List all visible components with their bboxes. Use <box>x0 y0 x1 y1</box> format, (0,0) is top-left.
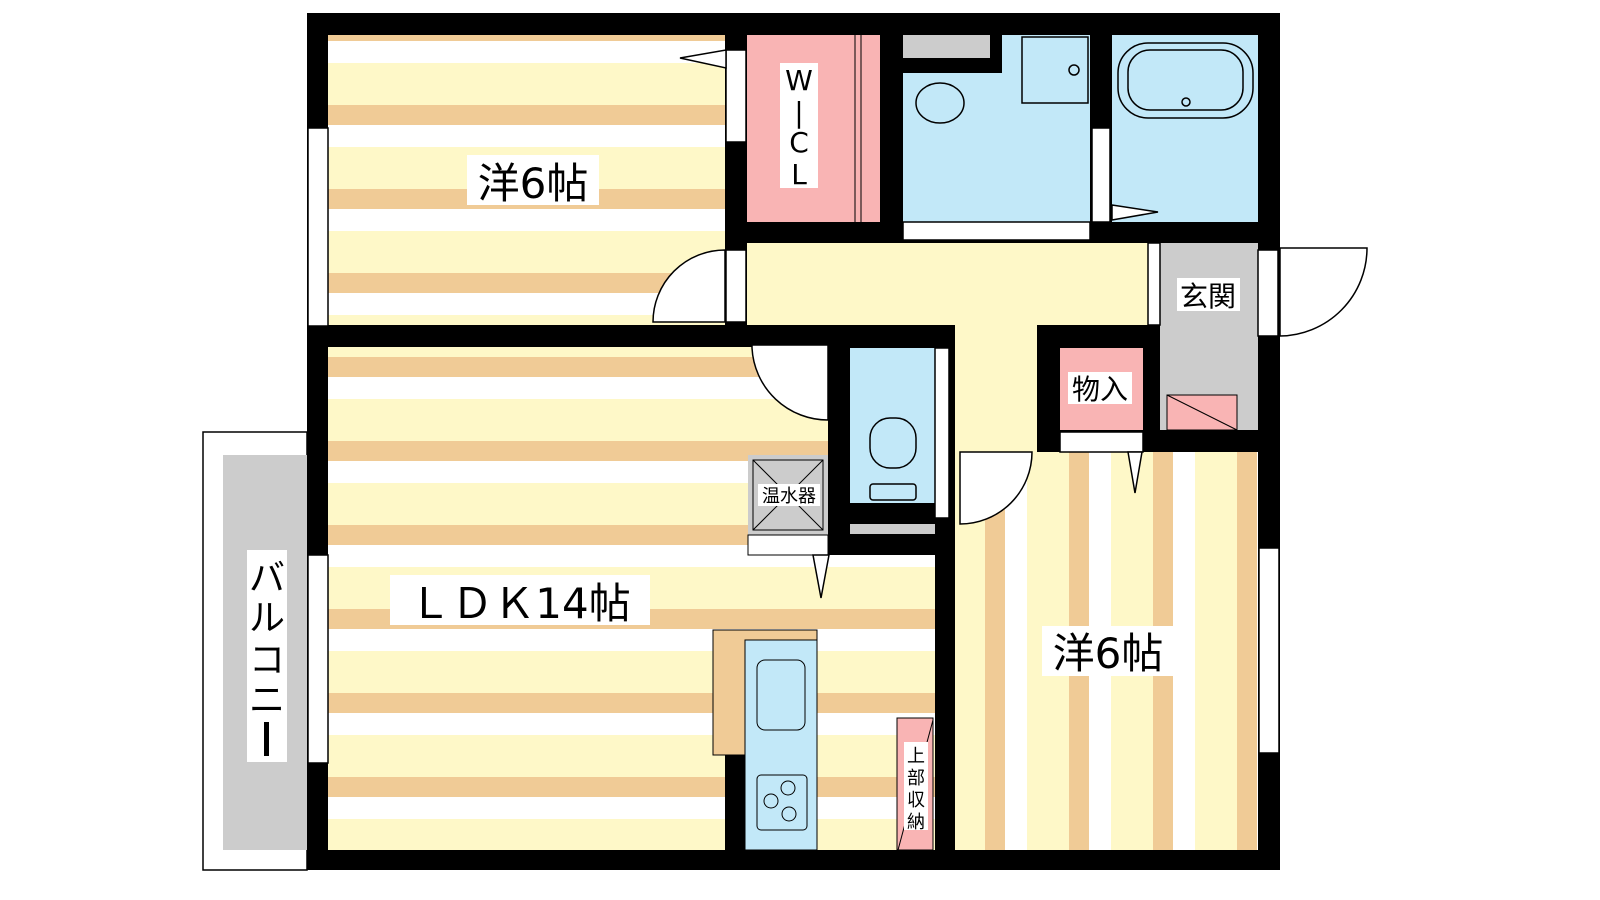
svg-text:納: 納 <box>907 812 925 833</box>
toilet-icon <box>869 417 917 469</box>
svg-text:L: L <box>791 158 807 191</box>
stove-icon <box>756 774 808 831</box>
balcony-label: バ ル コ ニ <box>249 558 285 756</box>
toilet <box>850 348 935 503</box>
ldk-label: ＬＤＫ14帖 <box>409 579 630 628</box>
door-swing <box>652 249 726 323</box>
svg-text:コ: コ <box>249 640 285 681</box>
svg-text:バ: バ <box>249 558 285 599</box>
entrance-door-swing <box>1279 247 1368 337</box>
svg-text:収: 収 <box>907 790 925 811</box>
bedroom-east-label: 洋6帖 <box>1053 629 1164 678</box>
balcony: バ ル コ ニ <box>202 431 308 871</box>
upper-storage-label: 上 部 収 納 <box>907 746 925 833</box>
doors <box>307 49 1368 764</box>
svg-text:上: 上 <box>907 746 925 767</box>
washing-machine-icon <box>1021 36 1089 104</box>
bedroom-north-label: 洋6帖 <box>478 159 589 208</box>
hallway <box>747 243 1148 325</box>
storage-label: 物入 <box>1072 373 1128 406</box>
bathtub-icon <box>1117 42 1254 119</box>
svg-text:|: | <box>794 96 803 129</box>
svg-text:W: W <box>785 64 813 97</box>
svg-text:C: C <box>789 126 809 159</box>
sink-icon <box>756 659 806 731</box>
bathroom <box>1112 35 1258 222</box>
door-swing <box>751 344 829 421</box>
svg-text:ニ: ニ <box>249 680 285 721</box>
svg-text:ル: ル <box>249 598 285 639</box>
washbasin-icon <box>915 82 965 124</box>
walk-in-closet-label: W | C L <box>785 64 813 191</box>
door-swing <box>959 451 1033 525</box>
svg-text:部: 部 <box>907 768 925 789</box>
water-heater-label: 温水器 <box>762 486 816 507</box>
entrance-label: 玄関 <box>1180 280 1236 313</box>
room-labels: 洋6帖 ＬＤＫ14帖 洋6帖 玄関 物入 温水器 W | C L 上 部 収 納 <box>390 63 1240 833</box>
